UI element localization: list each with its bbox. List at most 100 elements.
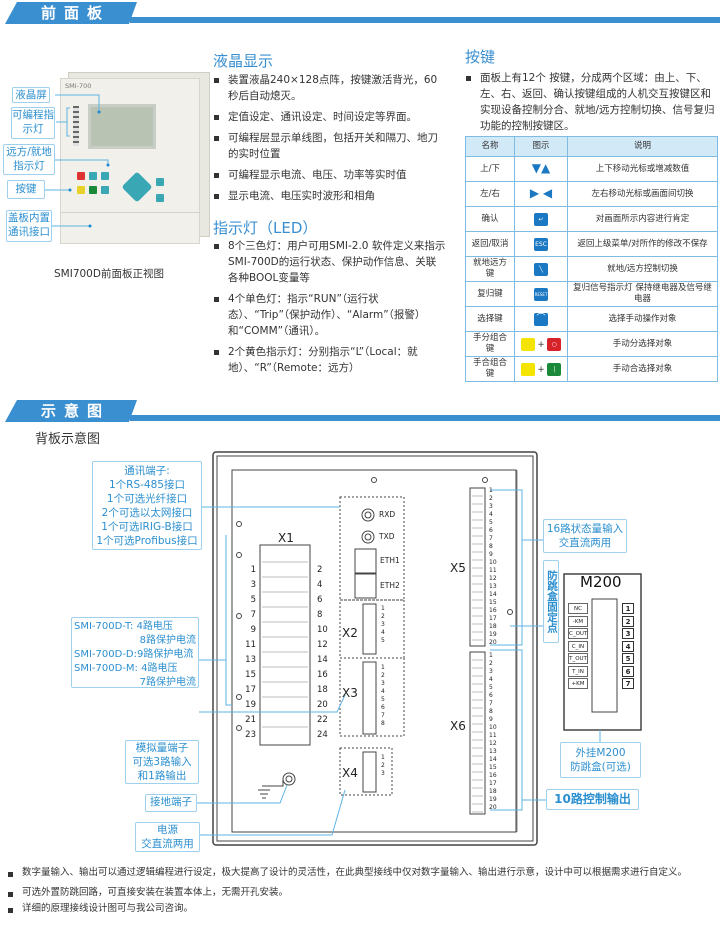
x1-pin-label: 12 xyxy=(317,640,328,650)
m200-signal: +KM xyxy=(568,678,588,689)
key-desc: 返回上级菜单/对所作的修改不保存 xyxy=(567,231,718,257)
x4-label: X4 xyxy=(342,766,358,780)
x1-pin-label: 7 xyxy=(250,610,256,620)
x6-pin-label: 13 xyxy=(489,748,497,755)
x6-pin-label: 6 xyxy=(489,692,493,699)
x6-pin-label: 9 xyxy=(489,716,493,723)
key-row: 左/右▶ ◀左右移动光标或画面间切换 xyxy=(465,181,718,207)
x4-pin-label: 3 xyxy=(381,770,385,777)
text: 16路状态量输入 xyxy=(546,523,624,535)
rear-panel-drawing xyxy=(197,451,642,846)
key-name: 上/下 xyxy=(465,156,515,182)
header-rule xyxy=(130,17,720,23)
label-cover-comm-port: 盖板内置通讯接口 xyxy=(6,210,52,242)
x5-pin-label: 20 xyxy=(489,639,497,646)
x2-pin-label: 3 xyxy=(381,621,385,628)
x6-pin-label: 8 xyxy=(489,708,493,715)
x6-pin-label: 14 xyxy=(489,756,497,763)
x1-pin-label: 24 xyxy=(317,730,328,740)
key-row: 上/下▼▲上下移动光标或增减数值 xyxy=(465,156,718,182)
x5-pin-label: 2 xyxy=(489,495,493,502)
x3-pin-label: 5 xyxy=(381,696,385,703)
yellow-plus-green-icon: + | xyxy=(514,356,568,382)
x5-pin-label: 11 xyxy=(489,567,497,574)
note: 可选外置防跳回路，可直接安装在装置本体上，无需开孔安装。 xyxy=(8,886,713,900)
key-name: 手分组合键 xyxy=(465,331,515,357)
lcd-bullets: 装置液晶240×128点阵，按键激活背光，60秒后自动熄灭。 定值设定、通讯设定… xyxy=(214,72,444,209)
x3-pin-label: 8 xyxy=(381,720,385,727)
text: 防跳盒(可选) xyxy=(570,761,631,773)
notes: 数字量输入、输出可以通过逻辑编程进行设定，极大提高了设计的灵活性，在此典型接线中… xyxy=(8,866,713,921)
text: SMI-700D-T: 4路电压 xyxy=(74,621,173,632)
x6-pin-label: 20 xyxy=(489,804,497,811)
x3-pin-label: 4 xyxy=(381,688,385,695)
x3-pin-label: 3 xyxy=(381,680,385,687)
label-programmable-leds: 可编程指示灯 xyxy=(11,107,55,139)
x3-pin-label: 1 xyxy=(381,664,385,671)
x3-pin-label: 6 xyxy=(381,704,385,711)
header-rule xyxy=(130,415,720,421)
x2-pin-label: 1 xyxy=(381,605,385,612)
m200-title: M200 xyxy=(580,573,622,591)
x1-pin-label: 19 xyxy=(245,700,256,710)
text: 7路保护电流 xyxy=(139,677,196,688)
bullet: 8个三色灯：用户可用SMI-2.0 软件定义来指示SMI-700D的运行状态、保… xyxy=(214,238,446,286)
x5-pin-label: 3 xyxy=(489,503,493,510)
x5-pin-label: 13 xyxy=(489,583,497,590)
text: SMI-700D-D:9路保护电流 xyxy=(74,649,194,660)
x2-pin-label: 2 xyxy=(381,613,385,620)
x6-pin-label: 10 xyxy=(489,724,497,731)
keys-title: 按键 xyxy=(465,48,496,66)
x2-pin-label: 4 xyxy=(381,629,385,636)
bullet: 4个单色灯：指示“RUN”（运行状态）、“Trip”（保护动作）、“Alarm”… xyxy=(214,291,446,339)
x1-pin-label: 23 xyxy=(245,730,256,740)
section-title: 前面板 xyxy=(5,2,137,24)
x6-pin-label: 7 xyxy=(489,700,493,707)
reset-key-icon: RESET xyxy=(514,281,568,307)
col-icon: 图示 xyxy=(514,136,568,157)
txd-label: TXD xyxy=(379,532,395,541)
note: 数字量输入、输出可以通过逻辑编程进行设定，极大提高了设计的灵活性，在此典型接线中… xyxy=(8,866,713,880)
rxd-label: RXD xyxy=(379,510,396,519)
x5-pin-label: 7 xyxy=(489,535,493,542)
label-lcd-screen: 液晶屏 xyxy=(12,87,50,103)
x6-pin-label: 19 xyxy=(489,796,497,803)
front-caption: SMI700D前面板正视图 xyxy=(54,268,164,280)
key-row: 就地远方键╲就地/远方控制切换 xyxy=(465,256,718,282)
text: 1个可选Profibus接口 xyxy=(96,535,198,547)
x5-pin-label: 10 xyxy=(489,559,497,566)
callout-ground: 接地端子 xyxy=(145,794,197,812)
reset-text: RESET xyxy=(534,287,548,301)
key-desc: 手动分选择对象 xyxy=(567,331,718,357)
plus: + xyxy=(537,339,545,350)
eth1-label: ETH1 xyxy=(380,556,400,565)
m200-signal: T_OUT xyxy=(568,653,588,664)
x5-pin-label: 5 xyxy=(489,519,493,526)
x5-pin-label: 16 xyxy=(489,607,497,614)
key-desc: 手动合选择对象 xyxy=(567,356,718,382)
x6-pin-label: 15 xyxy=(489,764,497,771)
x1-pin-label: 20 xyxy=(317,700,328,710)
m200-pin: 7 xyxy=(622,678,634,689)
key-name: 复归键 xyxy=(465,281,515,307)
x1-pin-label: 9 xyxy=(250,625,256,635)
x5-label: X5 xyxy=(450,561,466,575)
x6-pin-label: 4 xyxy=(489,676,493,683)
m200-signal: T_IN xyxy=(568,665,588,677)
col-name: 名称 xyxy=(465,136,515,157)
key-row: 手合组合键 + |手动合选择对象 xyxy=(465,356,718,382)
key-desc: 上下移动光标或增减数值 xyxy=(567,156,718,182)
device-front-image: SMI-700 xyxy=(60,72,210,244)
label-local-remote-led: 远方/就地指示灯 xyxy=(3,144,55,175)
x1-pin-label: 21 xyxy=(245,715,256,725)
front-callout-lines xyxy=(45,94,110,228)
m200-signal: C_IN xyxy=(568,640,588,652)
m200-signal: -KM xyxy=(568,615,588,627)
plus: + xyxy=(537,364,545,375)
x3-pin-label: 2 xyxy=(381,672,385,679)
x6-pin-label: 11 xyxy=(489,732,497,739)
m200-pin: 4 xyxy=(622,640,634,652)
x1-pin-label: 1 xyxy=(250,565,256,575)
